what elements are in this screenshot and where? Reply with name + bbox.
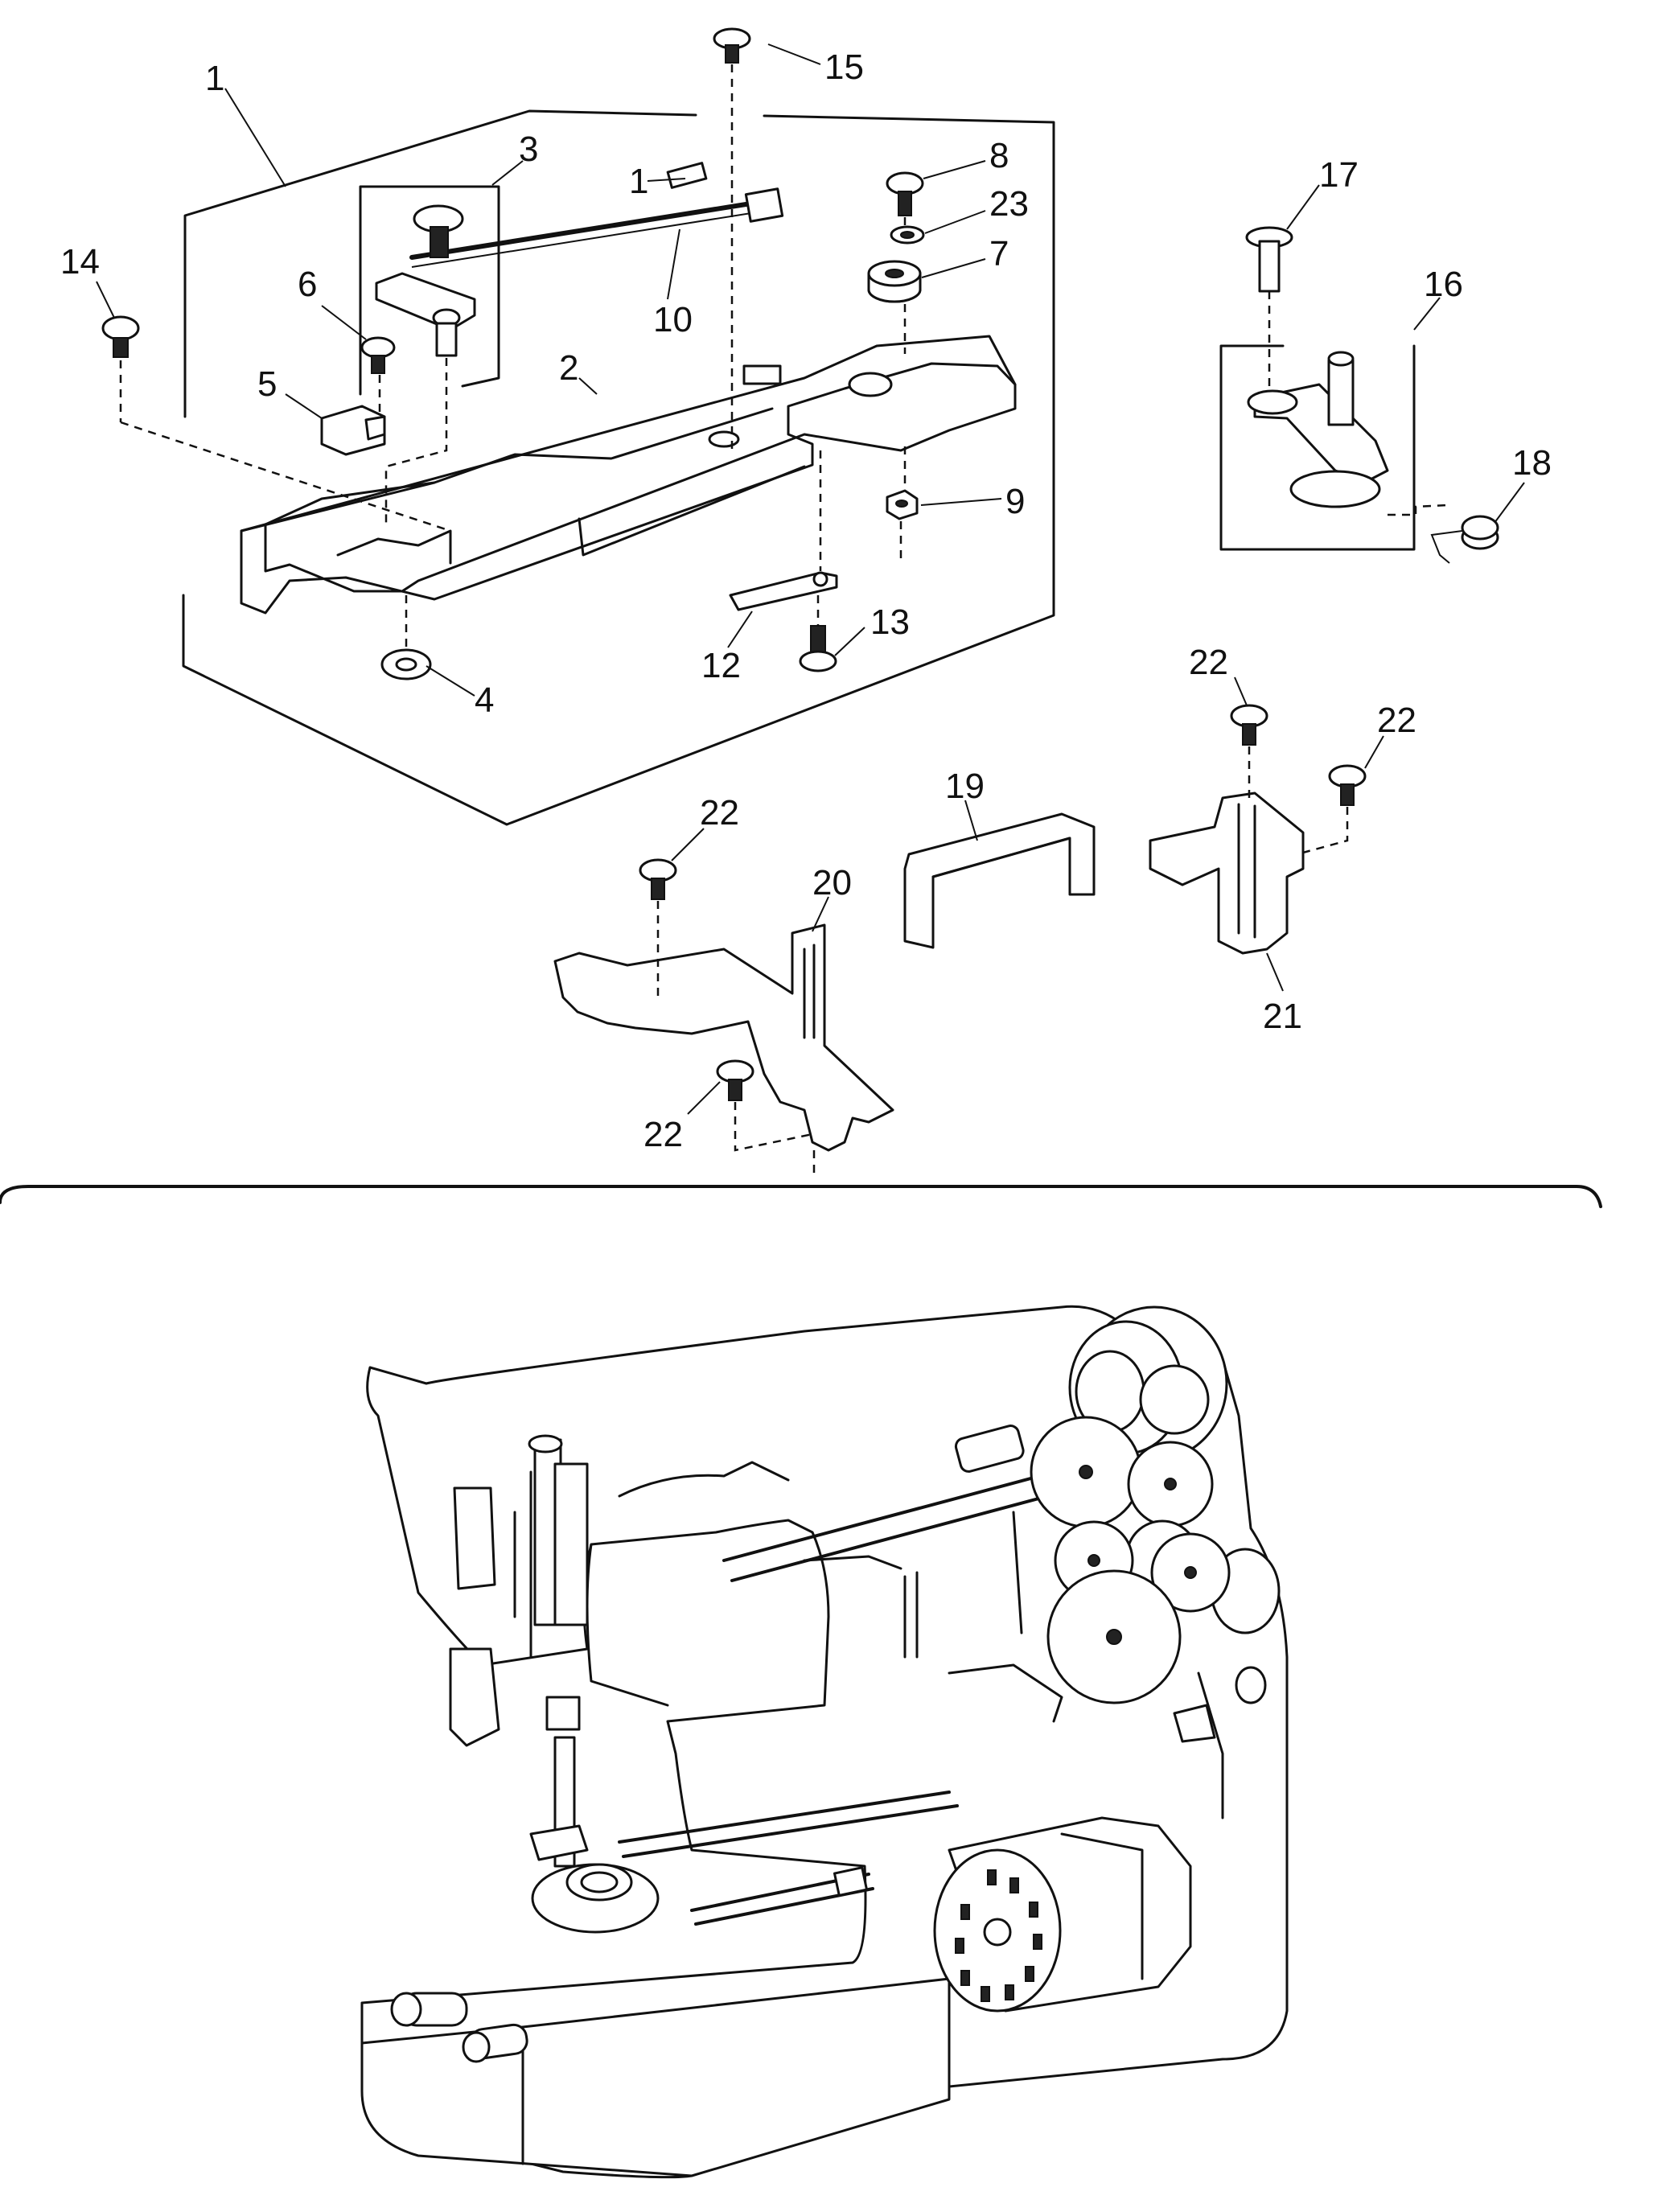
- bracket-21: [1149, 791, 1305, 955]
- spring-18: [1430, 515, 1499, 564]
- callout-17: 17: [1319, 155, 1359, 195]
- screw-22-c: [639, 858, 677, 900]
- callout-22c: 22: [700, 793, 739, 833]
- callout-15: 15: [824, 47, 864, 87]
- callout-22b: 22: [1377, 701, 1416, 740]
- top-cover-plate: [240, 335, 1017, 615]
- callout-1b: 1: [629, 162, 648, 201]
- callout-2: 2: [559, 348, 578, 388]
- callout-22d: 22: [643, 1115, 683, 1154]
- screw-6: [360, 336, 396, 374]
- spool-holder-16: [1247, 351, 1389, 508]
- callout-23: 23: [989, 184, 1029, 224]
- callout-labels: 1 15 3 1 8 23 7 10 14 6 5 2 9 12 13 4 17…: [60, 47, 1552, 1154]
- thread-guide-3: [375, 204, 476, 357]
- screw-15: [713, 27, 751, 64]
- shaft-10: [409, 162, 784, 268]
- callout-8: 8: [989, 136, 1009, 175]
- sewing-machine-overview: [360, 1305, 1289, 2179]
- clip-12: [729, 571, 838, 611]
- callout-14: 14: [60, 242, 100, 282]
- callout-7: 7: [989, 234, 1009, 273]
- assembly-dashed-lines: [119, 64, 1449, 1174]
- callout-6: 6: [298, 265, 317, 304]
- washer-23: [890, 225, 925, 245]
- callout-4: 4: [475, 680, 494, 720]
- motor-vents: [955, 1869, 1042, 2002]
- callout-20: 20: [812, 863, 852, 902]
- callout-22a: 22: [1189, 643, 1228, 682]
- screw-14: [101, 315, 140, 358]
- callout-5: 5: [257, 364, 277, 404]
- callout-leaders: [96, 43, 1525, 1115]
- assembly-outline-3: [359, 185, 500, 396]
- callout-10: 10: [653, 300, 693, 339]
- screw-22-b: [1328, 764, 1367, 806]
- screw-22-a: [1230, 704, 1268, 746]
- callout-12: 12: [701, 646, 741, 685]
- nut-9: [886, 489, 919, 520]
- callout-16: 16: [1424, 265, 1463, 304]
- callout-13: 13: [870, 602, 910, 642]
- handle-19: [903, 812, 1096, 949]
- screw-13: [799, 625, 837, 672]
- callout-1a: 1: [205, 59, 224, 98]
- spacer-7: [867, 260, 922, 303]
- assembly-outline-1: [182, 109, 1055, 826]
- callout-21: 21: [1263, 997, 1302, 1036]
- callout-18: 18: [1512, 443, 1552, 483]
- washer-4: [380, 648, 432, 680]
- callout-19: 19: [945, 767, 985, 806]
- assembly-outline-16: [1219, 344, 1416, 551]
- section-divider: [0, 1185, 1602, 1208]
- callout-9: 9: [1005, 482, 1025, 521]
- screw-22-d: [716, 1059, 754, 1101]
- bracket-5: [320, 405, 386, 456]
- bracket-20: [553, 923, 894, 1152]
- spool-pin-17: [1245, 226, 1293, 293]
- callout-3: 3: [519, 130, 538, 169]
- screw-8: [886, 171, 924, 216]
